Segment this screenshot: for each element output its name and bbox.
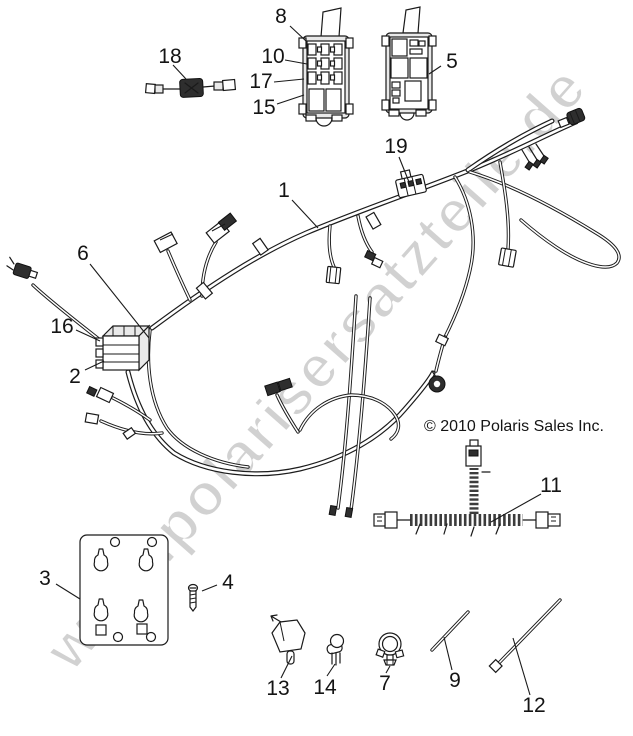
trunk-connector-19 (395, 169, 427, 199)
callout-16: 16 (50, 315, 74, 338)
callout-8: 8 (275, 5, 287, 28)
callout-4: 4 (222, 571, 234, 594)
harness-clamp (195, 281, 214, 300)
mounting-screw (187, 583, 199, 612)
callout-11: 11 (540, 474, 562, 497)
fuse-slots (307, 43, 343, 85)
trunk-end-connector (557, 107, 586, 129)
callout-14: 14 (313, 676, 337, 699)
ecu-connector-block (95, 324, 151, 372)
cable-tie-small (430, 610, 470, 652)
callout-7: 7 (379, 672, 391, 695)
callout-13: 13 (266, 677, 290, 700)
harness-trunk (150, 120, 578, 330)
callout-6: 6 (77, 242, 89, 265)
hanging-connector (498, 247, 517, 268)
relay-block (381, 6, 437, 121)
copyright-notice: © 2010 Polaris Sales Inc. (424, 418, 604, 435)
mounting-bracket (79, 534, 169, 646)
callout-2: 2 (69, 365, 81, 388)
ring-terminal (428, 370, 446, 393)
callout-15: 15 (252, 96, 276, 119)
hanging-connector (325, 265, 342, 285)
fuse-block (298, 7, 354, 127)
harness-clamp (251, 237, 269, 256)
flag-connector (270, 614, 306, 665)
callout-18: 18 (158, 45, 182, 68)
upper-branch-connectors (153, 212, 238, 254)
harness-clamp (365, 211, 382, 230)
callout-3: 3 (39, 567, 51, 590)
jumper-harness (373, 439, 561, 537)
callout-19: 19 (384, 135, 408, 158)
inline-fuse (144, 78, 237, 98)
callout-10: 10 (261, 45, 285, 68)
callout-5: 5 (446, 50, 458, 73)
cable-tie-large (488, 598, 562, 674)
callout-17: 17 (249, 70, 273, 93)
main-wiring-harness (6, 107, 621, 519)
callout-12: 12 (522, 694, 546, 717)
p-clamp (375, 632, 405, 666)
harness-clamp (434, 333, 450, 347)
callout-1: 1 (278, 179, 290, 202)
left-end-connector (6, 256, 39, 280)
push-rivet (326, 633, 345, 666)
leader-lines (55, 25, 542, 696)
callout-9: 9 (449, 669, 461, 692)
